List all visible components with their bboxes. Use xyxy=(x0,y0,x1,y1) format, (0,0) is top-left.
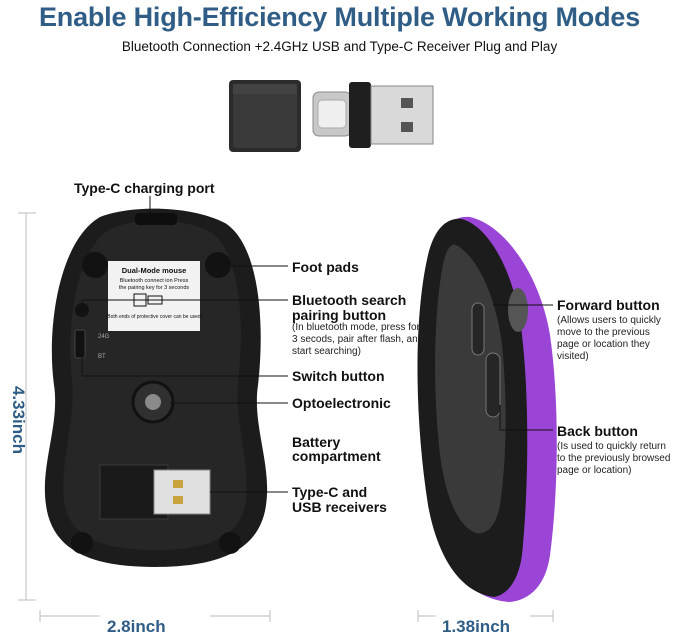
sticker-line-1: Bluetooth connect ion Press xyxy=(120,278,189,284)
switch-bt-label: BT xyxy=(98,354,106,360)
dimension-height: 4.33inch xyxy=(9,385,28,455)
bt-pairing-label-1: Bluetooth search xyxy=(292,292,407,308)
forward-button-label: Forward button xyxy=(557,297,660,313)
sticker-cover-note: (Both ends of protective cover can be us… xyxy=(106,314,203,320)
foot-pad xyxy=(219,532,241,554)
foot-pad xyxy=(71,532,93,554)
forward-button-note: (Allows users to quickly move to the pre… xyxy=(557,315,661,362)
typec-usb-receiver-image xyxy=(312,82,434,148)
sticker-line-2: the pairing key for 3 seconds xyxy=(119,285,190,291)
switch-button-label: Switch button xyxy=(292,368,385,384)
switch-24g-label: 24G xyxy=(98,334,110,340)
dimension-depth: 1.38inch xyxy=(442,617,511,636)
mouse-bottom-view: Dual-Mode mouse Bluetooth connect ion Pr… xyxy=(44,208,268,568)
sticker-title: Dual-Mode mouse xyxy=(122,266,187,275)
dimension-width: 2.8inch xyxy=(107,617,166,636)
mouse-side-view xyxy=(417,216,557,602)
optoelectronic-label: Optoelectronic xyxy=(292,395,391,411)
bt-pairing-note: (In bluetooth mode, press for 3 secods, … xyxy=(292,322,424,357)
bt-pairing-label-2: pairing button xyxy=(292,307,387,323)
page-title: Enable High-Efficiency Multiple Working … xyxy=(38,2,641,32)
forward-button xyxy=(471,302,485,356)
receivers-label-2: USB receivers xyxy=(292,499,387,515)
usb-nano-receiver-image xyxy=(229,80,301,152)
typec-port-label: Type-C charging port xyxy=(74,180,215,196)
rubber-grip xyxy=(435,244,506,534)
foot-pad xyxy=(82,252,108,278)
foot-pads-label: Foot pads xyxy=(292,259,359,275)
foot-pad xyxy=(205,252,231,278)
back-button xyxy=(485,352,501,418)
back-button-note: (Is used to quickly return to the previo… xyxy=(557,441,671,476)
typec-port xyxy=(135,213,177,225)
receivers-illustration xyxy=(229,80,434,152)
page-subtitle: Bluetooth Connection +2.4GHz USB and Typ… xyxy=(121,39,558,54)
battery-label-1: Battery xyxy=(292,434,341,450)
scroll-wheel xyxy=(508,288,528,332)
receivers-label-1: Type-C and xyxy=(292,484,368,500)
back-button-label: Back button xyxy=(557,423,638,439)
battery-label-2: compartment xyxy=(292,448,381,464)
